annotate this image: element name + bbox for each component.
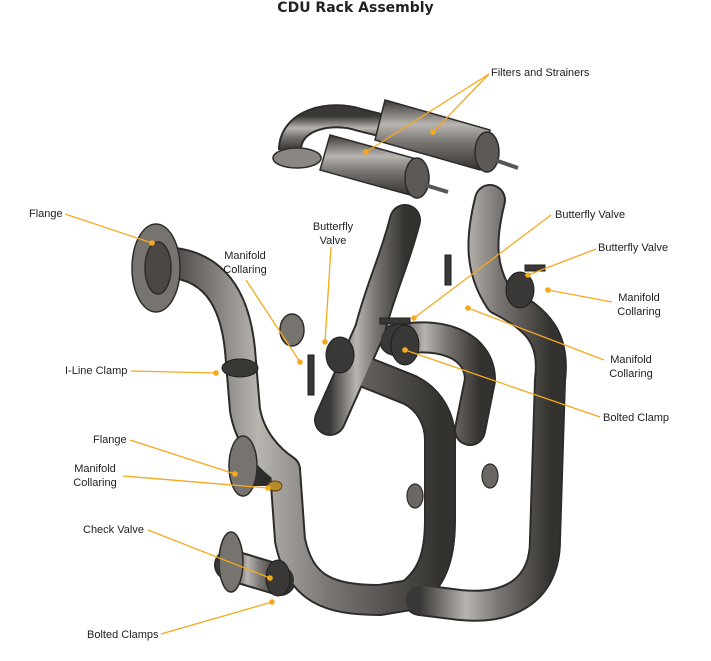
label-line: Manifold — [74, 463, 116, 475]
label-iline-clamp: I-Line Clamp — [65, 365, 128, 377]
label-line: Collaring — [223, 264, 267, 276]
label-line: Manifold — [618, 292, 660, 304]
label-bolted-clamps: Bolted Clamps — [87, 629, 159, 641]
label-flange-lower: Flange — [93, 434, 127, 446]
label-check-valve: Check Valve — [83, 524, 144, 536]
label-butterfly-valve-right2: Butterfly Valve — [598, 242, 669, 254]
label-filters-strainers: Filters and Strainers — [491, 67, 590, 79]
filters-strainers-shapes — [272, 99, 519, 199]
label-line: Collaring — [617, 306, 661, 318]
label-manifold-collaring-right2: Manifold Collaring — [603, 353, 659, 381]
label-line: Butterfly — [312, 221, 354, 233]
label-line: Manifold — [610, 354, 652, 366]
label-manifold-collaring-right1: Manifold Collaring — [611, 291, 667, 319]
label-line: Collaring — [73, 477, 117, 489]
label-bolted-clamp: Bolted Clamp — [603, 412, 670, 424]
label-line: Collaring — [609, 368, 653, 380]
diagram-title: CDU Rack Assembly — [277, 0, 434, 16]
label-line: Valve — [319, 235, 347, 247]
leader-lines — [64, 73, 613, 635]
label-butterfly-valve-center: Butterfly Valve — [306, 220, 360, 248]
label-manifold-collaring-lower: Manifold Collaring — [67, 462, 123, 490]
label-line: Manifold — [224, 250, 266, 262]
clamp-valve-shapes — [221, 254, 546, 597]
label-flange-top: Flange — [29, 208, 63, 220]
label-manifold-collaring-left: Manifold Collaring — [216, 249, 274, 277]
leader-arrowheads — [149, 129, 551, 605]
label-butterfly-valve-right1: Butterfly Valve — [555, 209, 626, 221]
small-stub-shapes — [406, 463, 499, 509]
